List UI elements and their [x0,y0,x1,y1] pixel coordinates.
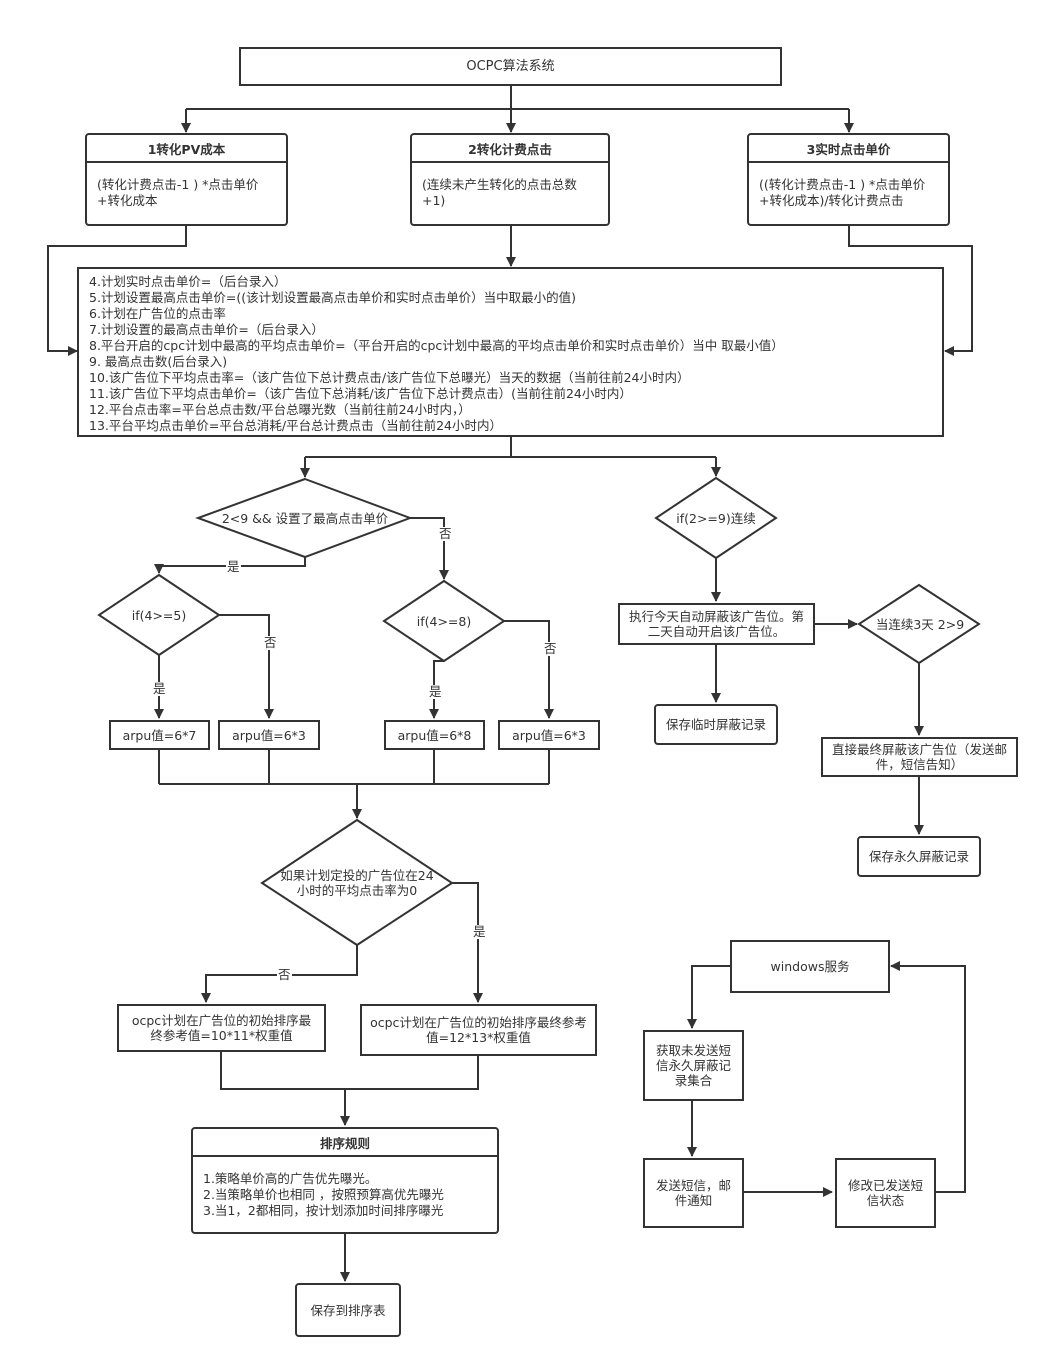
condition-line: 12.平台点击率=平台总点击数/平台总曝光数（当前往前24小时内，） [89,402,471,417]
windows-service-box: windows服务 [730,940,890,993]
edge-label-main-no: 否 [438,526,453,541]
root-title: OCPC算法系统 [466,59,555,74]
card-billing-clicks-body: (连续未产生转化的点击总数 +1) [422,177,577,208]
mark-sent-box: 修改已发送短信状态 [835,1158,936,1228]
edge-label-main-yes: 是 [226,559,241,574]
edge-label-45-no: 否 [263,635,278,650]
sort-rules-card: 排序规则 1.策略单价高的广告优先曝光。 2.当策略单价也相同 ，按照预算高优先… [191,1127,499,1234]
edge-ocpc-yes-merge [345,1055,479,1090]
card-billing-clicks-title: 2转化计费点击 [412,135,608,163]
edge-label-48-no: 否 [543,641,558,656]
card-billing-clicks: 2转化计费点击 (连续未产生转化的点击总数 +1) [410,133,610,226]
save-sort-table-box: 保存到排序表 [295,1283,401,1337]
save-temp-record-box: 保存临时屏蔽记录 [654,704,778,745]
decision-zero-label: 如果计划定投的广告位在24小时的平均点击率为0 [280,868,434,898]
arpu-6x3-right-box: arpu值=6*3 [498,720,600,750]
edge-label-zero-yes: 是 [472,924,487,939]
arpu-6x7-box: arpu值=6*7 [109,720,210,750]
edge-label-zero-no: 否 [277,967,292,982]
final-block-box: 直接最终屏蔽该广告位（发送邮件，短信告知） [821,737,1018,777]
root-title-box: OCPC算法系统 [239,47,782,86]
edge-main-no [410,517,449,580]
card-realtime-price-body: ((转化计费点击-1 ) *点击单价 +转化成本)/转化计费点击 [759,177,926,208]
edge-mark-to-service [890,961,966,1193]
card-pv-cost: 1转化PV成本 (转化计费点击-1 ) *点击单价 +转化成本 [85,133,288,226]
conditions-box: 4.计划实时点击单价=（后台录入） 5.计划设置最高点击单价=((该计划设置最高… [77,267,944,437]
condition-line: 7.计划设置的最高点击单价=（后台录入） [89,322,324,337]
card-pv-cost-body: (转化计费点击-1 ) *点击单价 +转化成本 [97,177,259,208]
arpu-6x3-left-box: arpu值=6*3 [218,720,320,750]
card-pv-cost-title: 1转化PV成本 [87,135,286,163]
condition-line: 8.平台开启的cpc计划中最高的平均点击单价=（平台开启的cpc计划中最高的平均… [89,338,784,353]
edge-card1-conditions [47,226,187,356]
fetch-unsent-box: 获取未发送短信永久屏蔽记录集合 [643,1030,744,1101]
block-today-box: 执行今天自动屏蔽该广告位。第二天自动开启该广告位。 [618,603,815,645]
condition-line: 9. 最高点击数(后台录入) [89,354,228,369]
edge-service-to-fetch [687,965,730,1029]
edge-48-yes [429,660,444,719]
sort-rules-body: 1.策略单价高的广告优先曝光。 2.当策略单价也相同 ，按照预算高优先曝光 3.… [203,1171,444,1218]
condition-line: 13.平台平均点击单价=平台总消耗/平台总计费点击（当前往前24小时内） [89,418,502,433]
decision-main-label: 2<9 && 设置了最高点击单价 [221,510,389,526]
edge-45-no [219,614,274,719]
arpu-6x8-box: arpu值=6*8 [384,720,485,750]
condition-line: 10.该广告位下平均点击率=（该广告位下总计费点击/该广告位下总曝光）当天的数据… [89,370,690,385]
ocpc-yes-box: ocpc计划在广告位的初始排序最终参考值=12*13*权重值 [360,1004,597,1056]
decision-4-8-label: if(4>=8) [416,613,472,629]
condition-line: 11.该广告位下平均点击单价=（该广告位下总消耗/该广告位下总计费点击）(当前往… [89,386,632,401]
save-permanent-record-box: 保存永久屏蔽记录 [857,836,981,877]
ocpc-no-box: ocpc计划在广告位的初始排序最终参考值=10*11*权重值 [117,1004,326,1052]
send-notification-box: 发送短信，邮件通知 [643,1158,744,1228]
edge-label-48-yes: 是 [428,684,443,699]
card-realtime-price-title: 3实时点击单价 [749,135,948,163]
edge-label-45-yes: 是 [152,681,167,696]
decision-4-5-label: if(4>=5) [131,607,187,623]
edge-card3-conditions [848,226,973,356]
edge-zero-yes [452,882,483,1003]
edge-ocpc-no-merge [220,1052,345,1090]
decision-3days-label: 当连续3天 2>9 [875,616,965,632]
condition-line: 5.计划设置最高点击单价=((该计划设置最高点击单价和实时点击单价）当中取最小的… [89,290,577,305]
condition-line: 6.计划在广告位的点击率 [89,306,226,321]
sort-rules-title: 排序规则 [193,1129,497,1157]
condition-line: 4.计划实时点击单价=（后台录入） [89,274,287,289]
card-realtime-price: 3实时点击单价 ((转化计费点击-1 ) *点击单价 +转化成本)/转化计费点击 [747,133,950,226]
edge-48-no [504,620,554,719]
decision-right-label: if(2>=9)连续 [676,510,756,526]
